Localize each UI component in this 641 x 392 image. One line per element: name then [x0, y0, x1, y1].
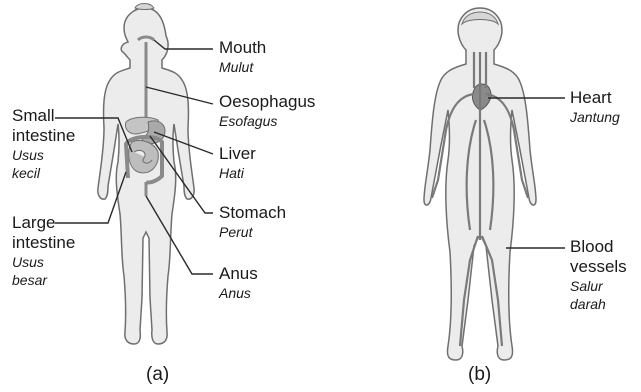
label-mouth-ms: Mulut: [219, 58, 266, 76]
label-large-intestine-en-1: Large: [12, 213, 75, 233]
label-large-intestine-ms-2: besar: [12, 271, 75, 289]
label-stomach-en: Stomach: [219, 203, 286, 223]
circulatory-system-figure: [424, 8, 536, 360]
label-large-intestine-ms-1: Usus: [12, 253, 75, 271]
label-oesophagus: Oesophagus Esofagus: [219, 92, 315, 130]
caption-b: (b): [468, 364, 491, 386]
label-stomach-ms: Perut: [219, 223, 286, 241]
small-intestine-organ: [129, 140, 159, 172]
label-small-intestine-en-2: intestine: [12, 126, 75, 146]
label-oesophagus-en: Oesophagus: [219, 92, 315, 112]
label-small-intestine-ms-1: Usus: [12, 146, 75, 164]
caption-a: (a): [146, 364, 169, 386]
hair-bun-a: [135, 4, 154, 10]
label-blood-vessels-ms-2: darah: [570, 295, 627, 313]
label-heart-ms: Jantung: [570, 108, 620, 126]
label-oesophagus-ms: Esofagus: [219, 112, 315, 130]
label-blood-vessels-en-1: Blood: [570, 237, 627, 257]
label-heart-en: Heart: [570, 88, 620, 108]
label-anus: Anus Anus: [219, 264, 258, 302]
label-blood-vessels: Blood vessels Salur darah: [570, 237, 627, 313]
label-anus-en: Anus: [219, 264, 258, 284]
label-small-intestine-ms-2: kecil: [12, 164, 75, 182]
label-large-intestine-en-2: intestine: [12, 233, 75, 253]
digestive-system-figure: [98, 4, 194, 345]
label-small-intestine-en-1: Small: [12, 106, 75, 126]
label-large-intestine: Large intestine Usus besar: [12, 213, 75, 289]
label-liver-en: Liver: [219, 144, 256, 164]
label-mouth-en: Mouth: [219, 38, 266, 58]
label-blood-vessels-en-2: vessels: [570, 257, 627, 277]
label-anus-ms: Anus: [219, 284, 258, 302]
label-liver-ms: Hati: [219, 164, 256, 182]
label-mouth: Mouth Mulut: [219, 38, 266, 76]
label-heart: Heart Jantung: [570, 88, 620, 126]
label-small-intestine: Small intestine Usus kecil: [12, 106, 75, 182]
label-liver: Liver Hati: [219, 144, 256, 182]
label-blood-vessels-ms-1: Salur: [570, 277, 627, 295]
label-stomach: Stomach Perut: [219, 203, 286, 241]
